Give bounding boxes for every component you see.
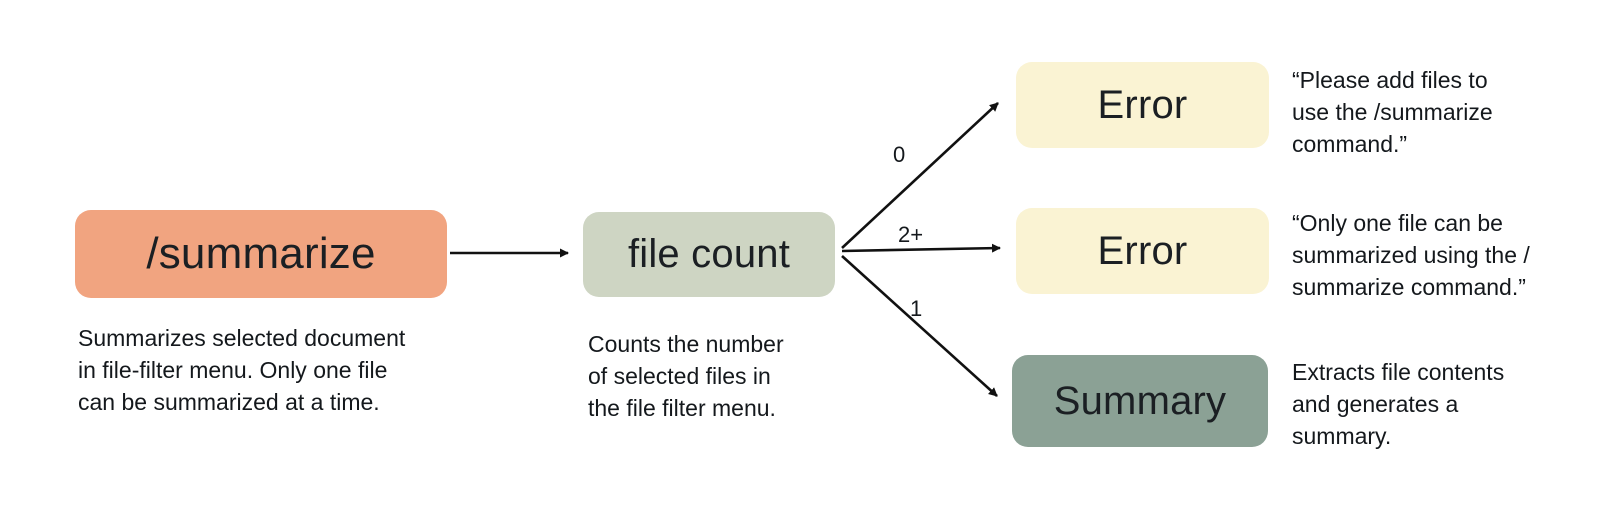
edge-label-one: 1 bbox=[910, 296, 923, 321]
node-error-zero-note: “Please add files to use the /summarize … bbox=[1292, 67, 1493, 158]
arrow-file-count-to-error-multi bbox=[841, 243, 1001, 253]
node-summary: Summary bbox=[1012, 355, 1268, 447]
node-error-multi-note: “Only one file can be summarized using t… bbox=[1292, 210, 1530, 301]
node-summary-note: Extracts file contents and generates a s… bbox=[1292, 359, 1505, 450]
node-file-count: file count bbox=[583, 212, 835, 297]
node-error-multi-label: Error bbox=[1097, 228, 1188, 273]
edge-label-multi: 2+ bbox=[898, 222, 924, 247]
node-summarize-label: /summarize bbox=[146, 229, 376, 278]
node-error-zero: Error bbox=[1016, 62, 1269, 148]
node-summarize-caption: Summarizes selected document in file-fil… bbox=[78, 325, 406, 416]
node-summarize: /summarize bbox=[75, 210, 447, 298]
edge-label-zero: 0 bbox=[893, 142, 906, 167]
node-error-zero-label: Error bbox=[1097, 82, 1188, 127]
node-file-count-caption: Counts the number of selected files in t… bbox=[588, 331, 784, 422]
node-file-count-label: file count bbox=[627, 232, 791, 276]
node-error-multi: Error bbox=[1016, 208, 1269, 294]
node-summary-label: Summary bbox=[1053, 378, 1227, 423]
